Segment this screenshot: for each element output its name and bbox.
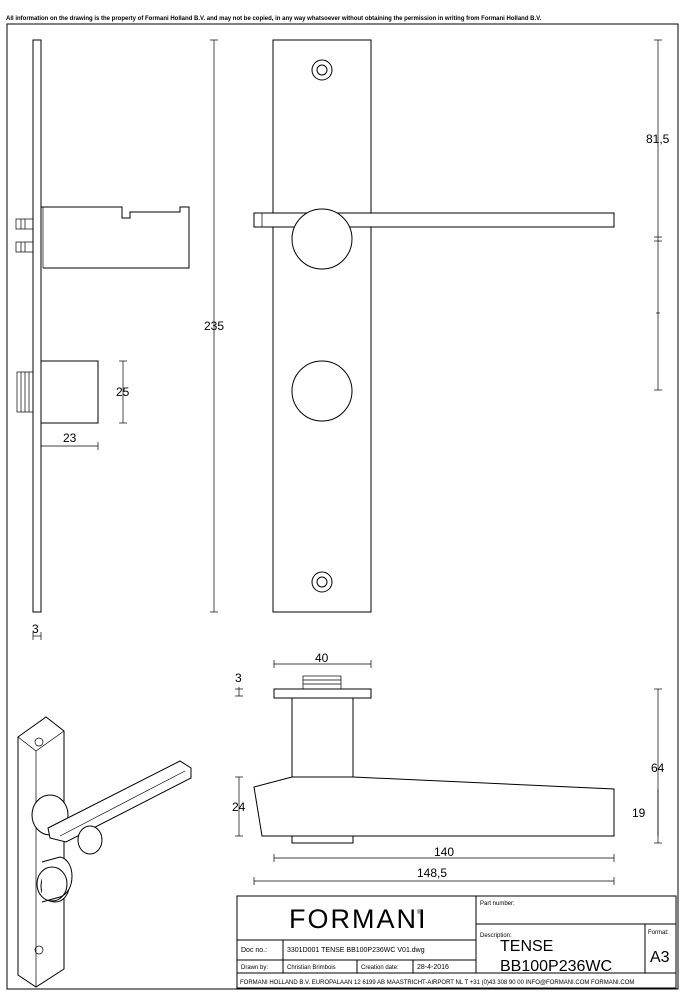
description-line-2: BB100P236WC (500, 958, 612, 975)
dim-81-5-line: 81,5 (646, 39, 670, 391)
company-footer: FORMANI HOLLAND B.V. EUROPALAAN 12 6199 … (240, 980, 634, 986)
dim-148-5: 148,5 (417, 866, 447, 880)
iso-lever-arm (47, 760, 192, 843)
iso-top-screw (34, 737, 44, 747)
drawn-by-label: Drawn by: (241, 965, 268, 971)
copyright-notice: All information on the drawing is the pr… (6, 16, 542, 22)
doc-no-label: Doc no.: (241, 947, 267, 954)
front-lever-rose (291, 208, 353, 270)
iso-bottom-screw (34, 945, 44, 955)
drawing-frame (6, 23, 679, 990)
isometric-view (17, 716, 192, 988)
dim-64: 64 (651, 761, 665, 775)
front-view (253, 39, 615, 613)
dim-81-5: 81,5 (646, 132, 670, 146)
dim-24: 24 (232, 800, 246, 814)
logo-registered-mark: ® (417, 909, 422, 916)
creation-date-value: 28-4-2016 (417, 964, 449, 971)
dim-25: 25 (116, 385, 130, 399)
side-screw-lower (15, 241, 34, 253)
top-spindle (302, 675, 342, 690)
iso-turn-knob-body (41, 856, 73, 903)
side-turn-knob (40, 360, 99, 424)
dim-235-line: 235 (204, 39, 224, 613)
iso-lever-boss (77, 825, 103, 855)
dim-3-top: 3 (235, 671, 242, 685)
format-label: Format: (648, 930, 669, 936)
dim-40: 40 (315, 651, 329, 665)
dim-23: 23 (63, 431, 77, 445)
top-screw-inner (316, 64, 328, 76)
top-screw-outer (311, 59, 333, 81)
side-view: 25 23 3 (15, 39, 190, 640)
formani-logo: FORMANI (289, 904, 428, 934)
description-line-1: TENSE (500, 938, 553, 955)
dim-235: 235 (204, 319, 224, 333)
doc-no-value: 3301D001 TENSE BB100P236WC V01.dwg (287, 947, 425, 954)
title-block: FORMANI ® Part number: Description: TENS… (236, 895, 677, 989)
iso-plate (17, 716, 65, 988)
top-plate (273, 688, 372, 699)
top-lever-underside (291, 835, 354, 844)
creation-date-label: Creation date: (361, 965, 399, 971)
top-neck (291, 697, 354, 778)
description-label: Description: (480, 933, 512, 939)
side-screw-upper (15, 218, 34, 230)
front-turn-knob (291, 360, 353, 422)
format-value: A3 (650, 949, 670, 966)
drawn-by-value: Christian Brimbois (287, 965, 336, 971)
front-plate (272, 39, 372, 613)
part-number-label: Part number: (480, 901, 515, 907)
dim-19: 19 (632, 806, 646, 820)
bottom-screw-outer (311, 571, 333, 593)
dim-140: 140 (434, 845, 454, 859)
top-view: 40 3 24 64 19 140 (232, 651, 665, 885)
top-lever (253, 776, 615, 837)
dim-3-side: 3 (32, 622, 39, 636)
side-lever (41, 206, 190, 269)
side-plate (32, 39, 42, 613)
bottom-screw-inner (316, 576, 328, 588)
